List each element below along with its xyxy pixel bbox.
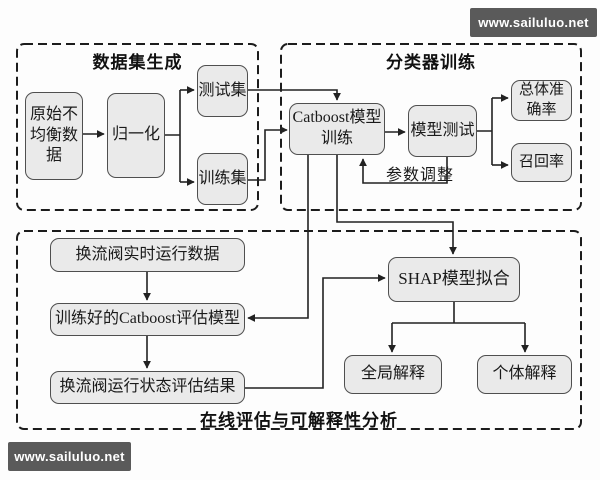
node-raw-imbalanced-data: 原始不 均衡数 据 <box>25 92 83 180</box>
connector-normalization-branch <box>165 90 181 182</box>
watermark-bottom-left: www.sailuluo.net <box>8 442 131 471</box>
node-normalization: 归一化 <box>107 93 165 178</box>
section-title-online-evaluation: 在线评估与可解释性分析 <box>200 411 398 430</box>
connector-catboost-to-shap <box>336 155 457 255</box>
watermark-top-right: www.sailuluo.net <box>470 8 597 37</box>
node-realtime-data: 换流阀实时运行数据 <box>50 238 245 272</box>
node-evaluation-result: 换流阀运行状态评估结果 <box>50 371 245 404</box>
section-title-dataset-generation: 数据集生成 <box>92 53 183 72</box>
section-frame-dataset-generation <box>16 43 259 211</box>
edge-label-parameter-tuning: 参数调整 <box>385 167 454 184</box>
connector-parameter-feedback <box>359 157 448 184</box>
node-catboost-training: Catboost模型 训练 <box>289 103 385 155</box>
section-frame-online-evaluation <box>16 230 582 430</box>
section-title-classifier-training: 分类器训练 <box>386 53 476 72</box>
node-training-set: 训练集 <box>197 153 248 205</box>
connector-catboost-to-trainedmodel <box>247 155 309 322</box>
node-shap-fitting: SHAP模型拟合 <box>388 257 520 302</box>
connector-result-to-shap <box>245 274 386 389</box>
node-individual-interpretation: 个体解释 <box>477 355 572 394</box>
node-test-set: 测试集 <box>197 65 248 117</box>
node-global-interpretation: 全局解释 <box>344 355 442 394</box>
node-trained-model: 训练好的Catboost评估模型 <box>50 303 245 336</box>
connector-testset-to-catboost <box>248 89 341 101</box>
node-model-testing: 模型测试 <box>408 105 477 157</box>
node-overall-accuracy: 总体准 确率 <box>511 80 572 121</box>
connector-shap-branch <box>392 302 525 324</box>
connector-trainingset-to-catboost <box>248 126 288 181</box>
connector-modeltesting-branch <box>477 98 493 165</box>
node-recall-rate: 召回率 <box>511 143 572 182</box>
